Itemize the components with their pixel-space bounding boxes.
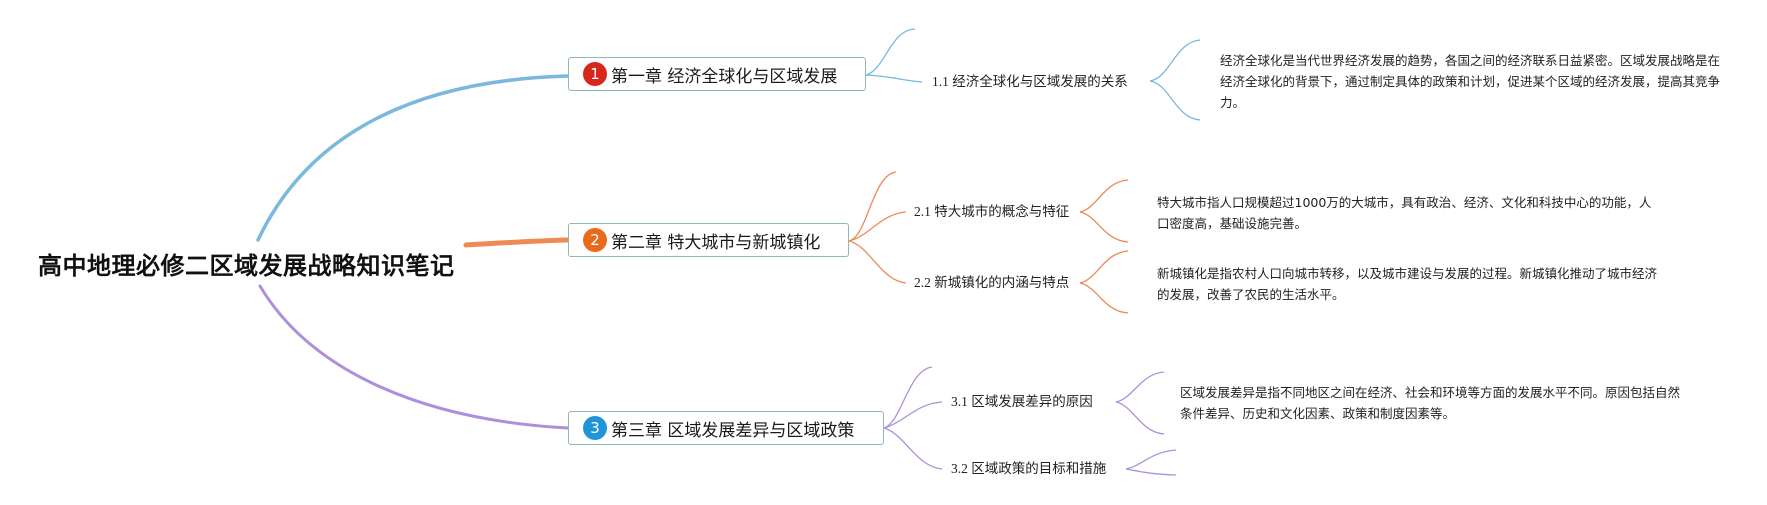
ch3-desc1-bottom — [1115, 401, 1165, 435]
ch2-desc2-top — [1079, 250, 1129, 284]
ch3-desc1-top — [1115, 371, 1165, 403]
chapter-2-node[interactable]: 2 第二章 特大城市与新城镇化 — [568, 223, 849, 257]
ch2-section-1-line — [848, 211, 907, 242]
chapter-3-number-badge: 3 — [583, 416, 607, 440]
chapter-2-number-badge: 2 — [583, 228, 607, 252]
ch3-section-1-line — [883, 401, 943, 429]
ch1-desc-bottom — [1149, 80, 1201, 121]
root-branch-2 — [463, 237, 571, 248]
section-2-2-node[interactable]: 2.2 新城镇化的内涵与特点 — [914, 275, 1070, 290]
section-1-1-node[interactable]: 1.1 经济全球化与区域发展的关系 — [932, 74, 1128, 89]
root-branch-3 — [258, 284, 570, 430]
chapter-3-title: 第三章 区域发展差异与区域政策 — [611, 420, 855, 441]
ch1-section-1-line — [865, 74, 923, 83]
ch3-desc2-bottom — [1125, 468, 1177, 476]
section-2-1-description[interactable]: 特大城市指人口规模超过1000万的大城市，具有政治、经济、文化和科技中心的功能，… — [1157, 195, 1652, 231]
ch2-desc2-bottom — [1079, 282, 1129, 314]
root-topic[interactable]: 高中地理必修二区域发展战略知识笔记 — [38, 252, 455, 280]
chapter-3-node[interactable]: 3 第三章 区域发展差异与区域政策 — [568, 411, 884, 445]
ch3-section-2-line — [883, 427, 943, 470]
chapter-1-number-badge: 1 — [583, 62, 607, 86]
ch2-desc1-top — [1079, 179, 1129, 213]
section-2-2-description[interactable]: 新城镇化是指农村人口向城市转移，以及城市建设与发展的过程。新城镇化推动了城市经济… — [1157, 266, 1658, 302]
root-branch-1 — [256, 74, 570, 242]
ch1-stub — [865, 28, 916, 76]
ch2-stub — [848, 171, 897, 242]
ch3-stub — [883, 366, 933, 429]
chapter-1-node[interactable]: 1 第一章 经济全球化与区域发展 — [568, 57, 866, 91]
ch2-desc1-bottom — [1079, 211, 1129, 243]
section-3-1-node[interactable]: 3.1 区域发展差异的原因 — [951, 394, 1093, 409]
ch3-desc2-top — [1125, 449, 1177, 470]
section-3-2-node[interactable]: 3.2 区域政策的目标和措施 — [951, 461, 1107, 476]
ch2-section-2-line — [848, 240, 907, 284]
section-3-1-description[interactable]: 区域发展差异是指不同地区之间在经济、社会和环境等方面的发展水平不同。原因包括自然… — [1180, 385, 1681, 421]
chapter-1-title: 第一章 经济全球化与区域发展 — [611, 66, 838, 87]
section-2-1-node[interactable]: 2.1 特大城市的概念与特征 — [914, 204, 1070, 219]
ch1-desc-top — [1149, 39, 1201, 82]
chapter-2-title: 第二章 特大城市与新城镇化 — [611, 232, 821, 253]
section-1-1-description[interactable]: 经济全球化是当代世界经济发展的趋势，各国之间的经济联系日益紧密。区域发展战略是在… — [1220, 53, 1721, 110]
